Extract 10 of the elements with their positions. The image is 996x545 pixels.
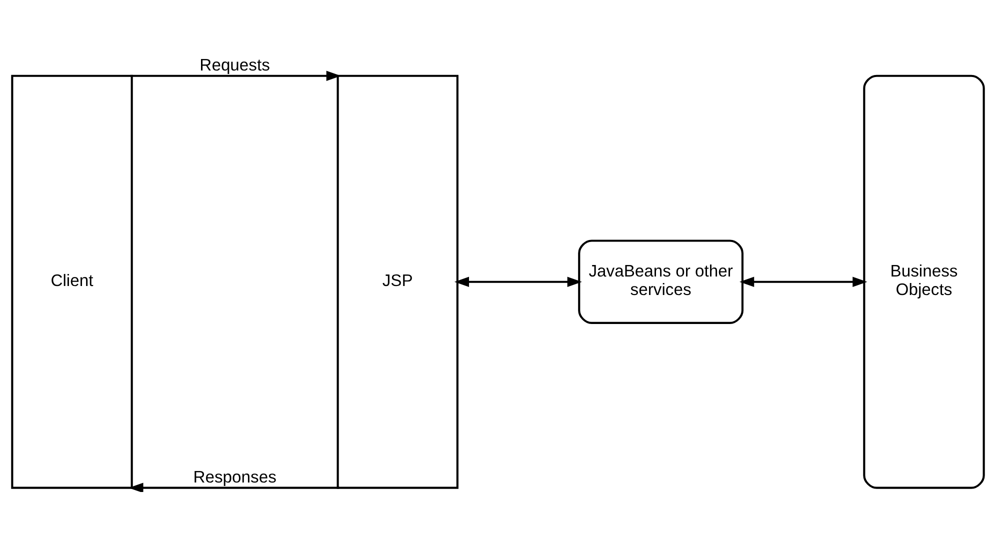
arrow (128, 482, 340, 492)
node-box: Business Objects (863, 74, 985, 489)
arrow (130, 70, 341, 81)
node-box: Client (11, 74, 133, 489)
edge-label: Requests (200, 55, 270, 74)
arrow (454, 276, 582, 287)
node-box: JavaBeans or other services (578, 240, 744, 324)
arrow (740, 276, 868, 287)
edge-label: Responses (193, 467, 276, 486)
node-box: JSP (336, 74, 458, 489)
